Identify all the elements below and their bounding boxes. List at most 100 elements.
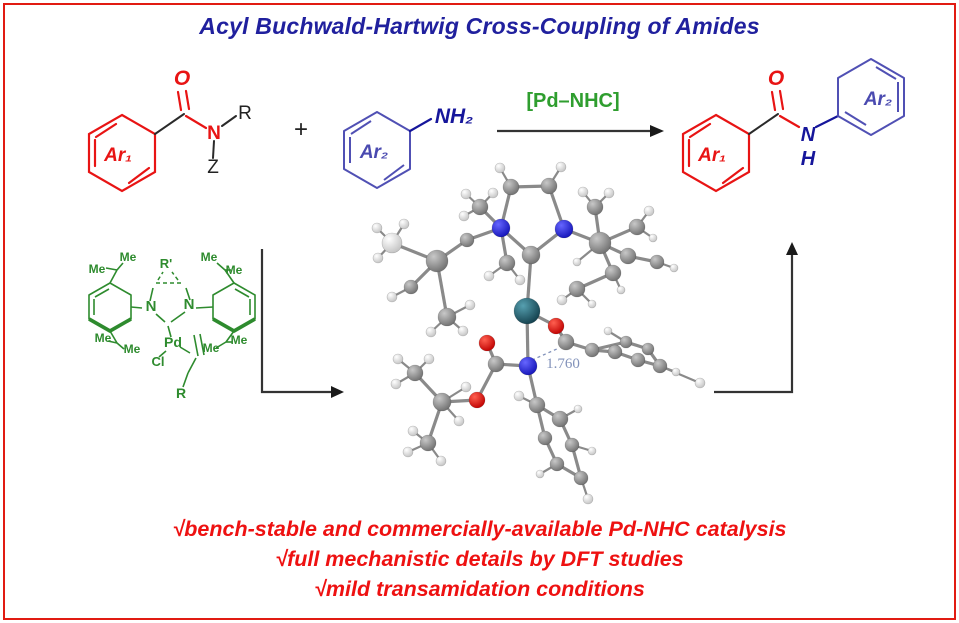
atom-n — [518, 356, 538, 376]
atom-h — [643, 205, 655, 217]
atom-c — [649, 254, 665, 270]
atom-h — [402, 446, 414, 458]
atom-h — [555, 161, 567, 173]
catalyst-label: N — [146, 298, 157, 315]
catalyst-label: R — [176, 385, 186, 401]
atom-h — [573, 404, 583, 414]
atom-h — [671, 367, 681, 377]
atom-c — [557, 333, 575, 351]
atom-h — [535, 469, 545, 479]
atom-h — [435, 455, 447, 467]
atom-h — [372, 252, 384, 264]
atom-o — [468, 391, 486, 409]
atom-h — [390, 378, 402, 390]
atom-h — [603, 187, 615, 199]
atom-h — [616, 285, 626, 295]
atom-c — [641, 342, 655, 356]
atom-h — [464, 299, 476, 311]
atom-h — [483, 270, 495, 282]
arrowhead-right — [331, 386, 344, 398]
atom-h — [648, 233, 658, 243]
atom-pd — [513, 297, 541, 325]
reactant-aniline: Ar₂ NH₂ — [343, 105, 473, 189]
atom-h — [371, 222, 383, 234]
atom-c — [607, 344, 623, 360]
atom-c — [487, 355, 505, 373]
atom-h — [603, 326, 613, 336]
reaction-arrow: [Pd–NHC] — [497, 90, 664, 137]
amide-n-label: N — [207, 123, 221, 144]
product-aryl2-label: Ar₂ — [863, 89, 892, 110]
product-aryl2-ring — [837, 58, 905, 136]
product-amide: Ar₁ O N H Ar₂ — [681, 58, 905, 193]
atom-h — [381, 232, 403, 254]
product-h-label: H — [801, 148, 816, 170]
atom-c — [471, 198, 489, 216]
atom-c — [652, 358, 668, 374]
atom-h — [514, 274, 526, 286]
elbow-arrow-right — [714, 242, 798, 394]
atom-c — [604, 264, 622, 282]
atom-h — [669, 263, 679, 273]
catalyst-label: Me — [89, 262, 106, 276]
z-group-label: Z — [207, 157, 219, 178]
atom-h — [425, 326, 437, 338]
atom-h — [582, 493, 594, 505]
atom-h — [513, 390, 525, 402]
catalyst-label: Pd — [164, 334, 182, 350]
atom-h — [407, 425, 419, 437]
atom-h — [577, 186, 589, 198]
catalyst-label: Me — [95, 331, 112, 345]
product-aryl1-label: Ar₁ — [697, 145, 726, 166]
bullet-line-2: √full mechanistic details by DFT studies — [275, 547, 684, 571]
atom-c — [586, 198, 604, 216]
catalyst-label: R' — [160, 256, 172, 271]
dft-model: 1.760 — [371, 161, 706, 505]
catalyst-label: N — [184, 296, 195, 313]
atom-c — [498, 254, 516, 272]
catalyst-label: Me — [124, 342, 141, 356]
atom-o — [547, 317, 565, 335]
atom-h — [458, 210, 470, 222]
arrowhead-right — [650, 125, 664, 137]
carbonyl-o-label: O — [174, 67, 190, 90]
atom-c — [425, 249, 449, 273]
atom-c — [568, 280, 586, 298]
plus-sign: + — [294, 116, 308, 143]
atom-h — [457, 325, 469, 337]
atom-c — [419, 434, 437, 452]
atom-h — [572, 257, 582, 267]
atom-h — [460, 381, 472, 393]
atom-c — [432, 392, 452, 412]
atom-o — [478, 334, 496, 352]
atom-c — [628, 218, 646, 236]
atom-c — [528, 396, 546, 414]
bullet-line-3: √mild transamidation conditions — [314, 577, 645, 601]
atom-c — [437, 307, 457, 327]
atom-c — [406, 364, 424, 382]
product-n-label: N — [801, 124, 816, 146]
atom-c — [502, 178, 520, 196]
atom-c — [459, 232, 475, 248]
reactant-amide: Ar₁ O N R Z — [87, 67, 252, 193]
atom-c — [619, 247, 637, 265]
catalyst-label: Me — [226, 263, 243, 277]
atom-h — [423, 353, 435, 365]
catalyst-label: Me — [120, 250, 137, 264]
atom-c — [540, 177, 558, 195]
atom-c — [588, 231, 612, 255]
catalyst-label: Cl — [152, 354, 165, 369]
atom-h — [494, 162, 506, 174]
arrowhead-up — [786, 242, 798, 255]
atom-h — [398, 218, 410, 230]
model-bond — [659, 364, 701, 385]
atom-h — [392, 353, 404, 365]
atom-h — [386, 291, 398, 303]
atom-c — [551, 410, 569, 428]
catalyst-label: Me — [201, 250, 218, 264]
atom-h — [587, 446, 597, 456]
